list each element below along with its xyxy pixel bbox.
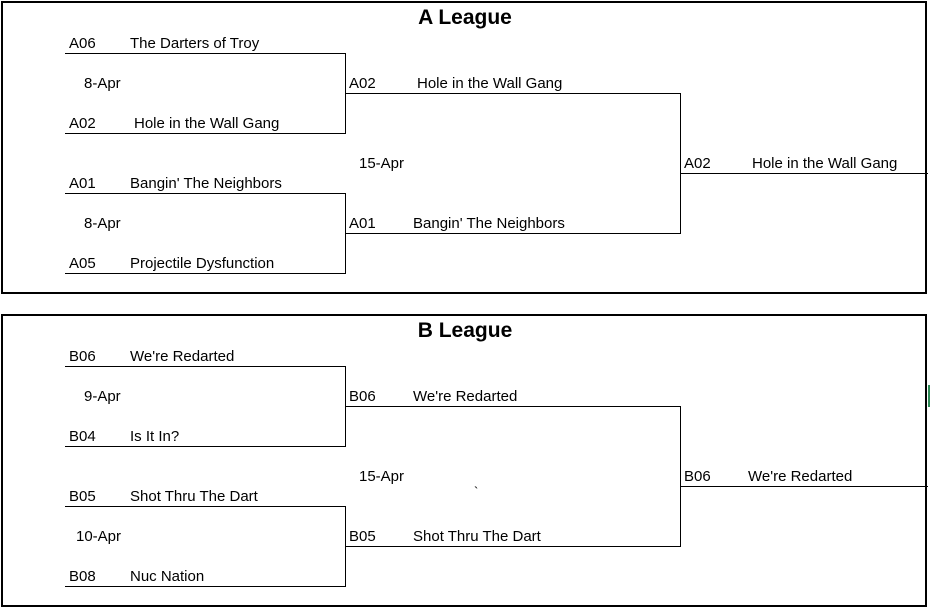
b-league-title: B League: [417, 319, 513, 342]
a-r1-line-2: [65, 133, 346, 134]
b-r1-seed-3: B05: [69, 488, 96, 505]
b-winner-line: [681, 486, 928, 487]
b-r1-date-2: 10-Apr: [76, 528, 122, 545]
a-r1-date-1: 8-Apr: [84, 75, 121, 92]
a-r1-line-4: [65, 273, 346, 274]
b-r1-seed-2: B04: [69, 428, 96, 445]
b-r1-team-3: Shot Thru The Dart: [130, 488, 258, 505]
a-r1-date-2: 8-Apr: [84, 215, 121, 232]
a-r1-line-1: [65, 53, 346, 54]
b-r2-seed-2: B05: [349, 528, 376, 545]
a-r1-team-1: The Darters of Troy: [130, 35, 260, 52]
a-r1-seed-4: A05: [69, 255, 96, 272]
a-r2-line-1: [346, 93, 681, 94]
b-r1-seed-1: B06: [69, 348, 96, 365]
a-r2-seed-1: A02: [349, 75, 376, 92]
a-r2-team-2: Bangin' The Neighbors: [413, 215, 565, 232]
b-league-bracket: [1, 314, 927, 607]
a-r1-line-3: [65, 193, 346, 194]
a-r1-team-2: Hole in the Wall Gang: [134, 115, 280, 132]
a-r1-connector-2: [345, 193, 346, 274]
a-r1-team-3: Bangin' The Neighbors: [130, 175, 282, 192]
b-r2-team-1: We're Redarted: [413, 388, 518, 405]
a-winner-line: [681, 173, 928, 174]
a-r1-seed-2: A02: [69, 115, 96, 132]
b-r1-team-2: Is It In?: [130, 428, 180, 445]
b-r1-line-3: [65, 506, 346, 507]
b-r2-line-1: [346, 406, 681, 407]
b-stray-mark: `: [474, 484, 479, 499]
cell-selection-edge: [928, 385, 930, 407]
b-r1-connector-2: [345, 506, 346, 587]
a-r1-connector-1: [345, 53, 346, 134]
a-r2-connector: [680, 93, 681, 234]
a-winner-team: Hole in the Wall Gang: [752, 155, 898, 172]
b-winner-team: We're Redarted: [748, 468, 853, 485]
b-r1-line-2: [65, 446, 346, 447]
b-r1-date-1: 9-Apr: [84, 388, 121, 405]
b-r1-line-1: [65, 366, 346, 367]
b-r2-team-2: Shot Thru The Dart: [413, 528, 541, 545]
a-r2-team-1: Hole in the Wall Gang: [417, 75, 563, 92]
b-winner-seed: B06: [684, 468, 711, 485]
b-r1-team-4: Nuc Nation: [130, 568, 205, 585]
a-r1-seed-3: A01: [69, 175, 96, 192]
a-winner-seed: A02: [684, 155, 711, 172]
b-r1-team-1: We're Redarted: [130, 348, 235, 365]
a-r1-seed-1: A06: [69, 35, 96, 52]
b-r1-seed-4: B08: [69, 568, 96, 585]
b-r2-line-2: [346, 546, 681, 547]
a-r2-seed-2: A01: [349, 215, 376, 232]
b-r2-connector: [680, 406, 681, 547]
b-r2-date: 15-Apr: [359, 468, 405, 485]
b-r2-seed-1: B06: [349, 388, 376, 405]
a-league-title: A League: [418, 6, 512, 29]
a-r1-team-4: Projectile Dysfunction: [130, 255, 275, 272]
a-r2-line-2: [346, 233, 681, 234]
a-league-bracket: [1, 1, 927, 294]
a-r2-date: 15-Apr: [359, 155, 405, 172]
b-r1-connector-1: [345, 366, 346, 447]
b-r1-line-4: [65, 586, 346, 587]
